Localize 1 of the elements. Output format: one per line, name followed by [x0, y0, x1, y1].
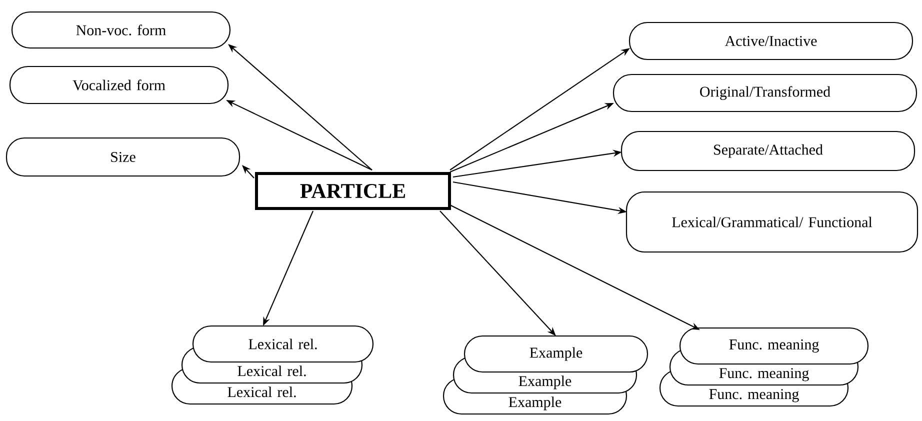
title-box: PARTICLE: [255, 172, 451, 210]
